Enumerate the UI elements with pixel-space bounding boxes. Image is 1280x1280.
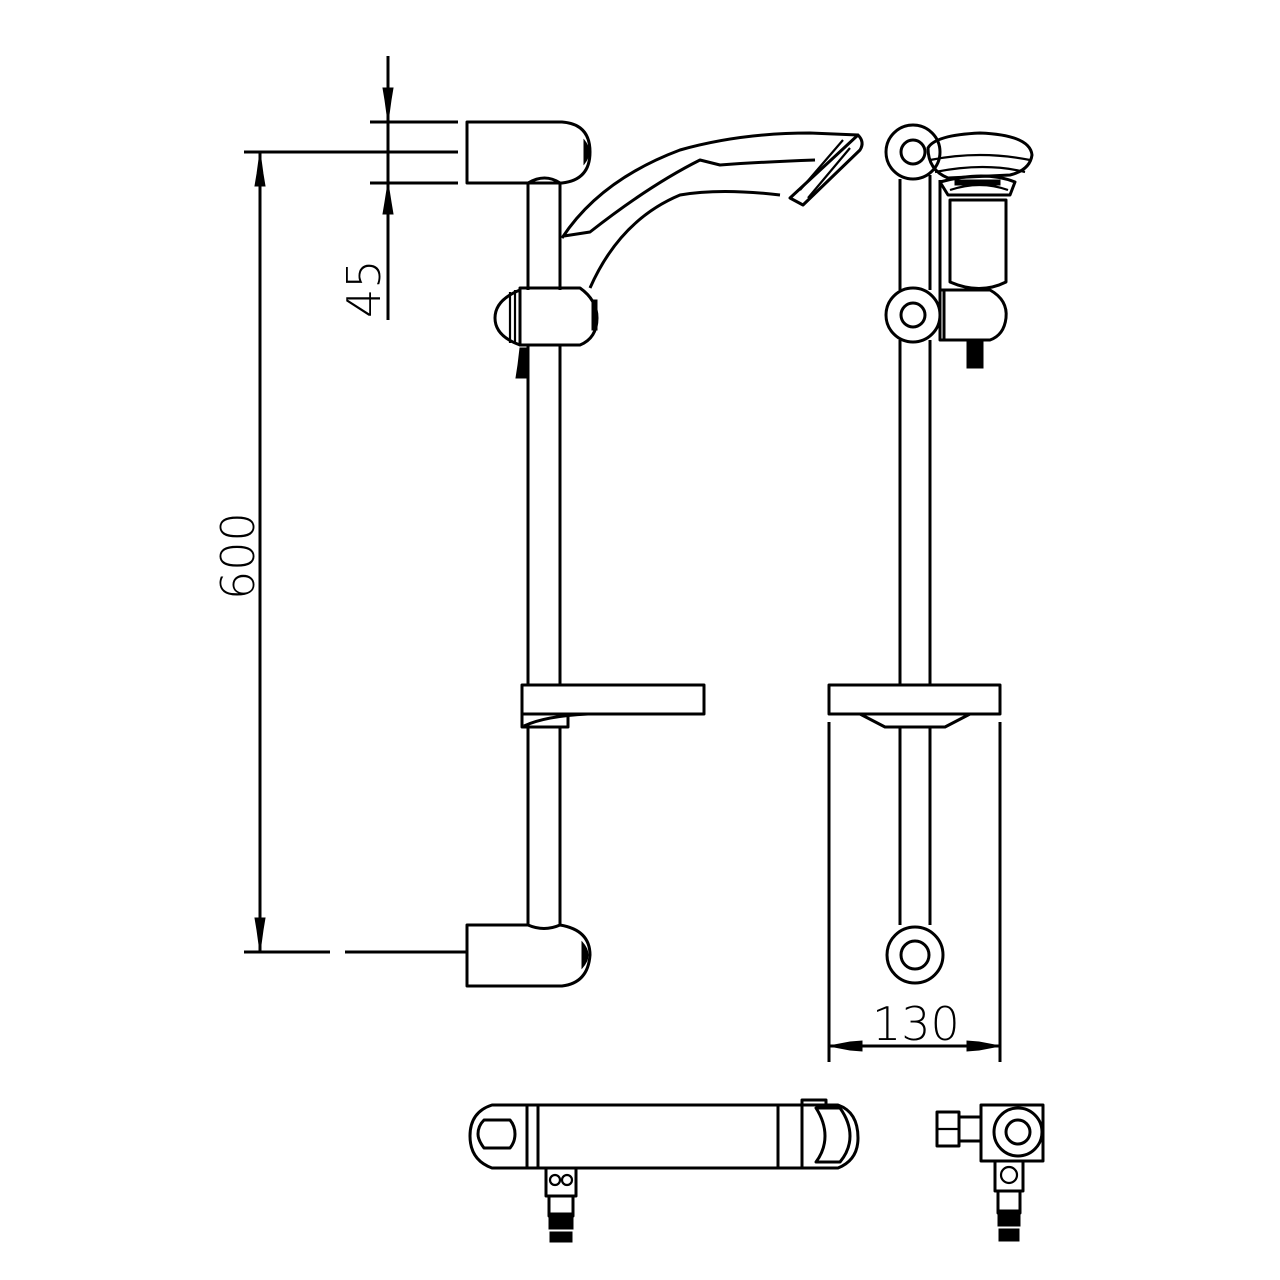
top-bracket bbox=[465, 120, 592, 185]
arrow-right-icon bbox=[966, 1040, 1001, 1052]
rail bbox=[526, 183, 562, 925]
rail bbox=[898, 175, 932, 925]
arrow-up-icon bbox=[254, 151, 266, 187]
soap-dish bbox=[520, 683, 706, 729]
inlet-connector bbox=[993, 1159, 1025, 1242]
inlet-connector bbox=[544, 1166, 578, 1243]
mixer-front-view bbox=[468, 1098, 860, 1243]
dimension-600-label: 600 bbox=[211, 512, 265, 600]
arrow-down-icon bbox=[254, 917, 266, 953]
arrow-left-icon bbox=[828, 1040, 863, 1052]
soap-dish bbox=[827, 683, 1002, 729]
arrow-up-icon bbox=[382, 182, 394, 215]
front-view bbox=[465, 120, 864, 988]
dimension-45: 45 bbox=[244, 56, 458, 320]
bottom-bracket bbox=[885, 925, 945, 985]
hose-connector-icon bbox=[515, 347, 529, 379]
slider-holder bbox=[884, 286, 1008, 369]
hand-shower-head bbox=[926, 131, 1034, 290]
hand-shower bbox=[560, 131, 864, 289]
dimension-130: 130 bbox=[827, 722, 1002, 1062]
mixer-side-view bbox=[935, 1103, 1045, 1242]
dimension-600: 600 bbox=[211, 151, 468, 954]
slider-holder bbox=[493, 286, 599, 379]
top-bracket bbox=[884, 123, 942, 181]
hose-connector-icon bbox=[966, 339, 984, 369]
dimension-130-label: 130 bbox=[872, 997, 960, 1051]
dimension-45-label: 45 bbox=[337, 259, 391, 318]
arrow-down-icon bbox=[382, 87, 394, 123]
side-view bbox=[827, 123, 1034, 985]
bottom-bracket bbox=[465, 923, 592, 988]
